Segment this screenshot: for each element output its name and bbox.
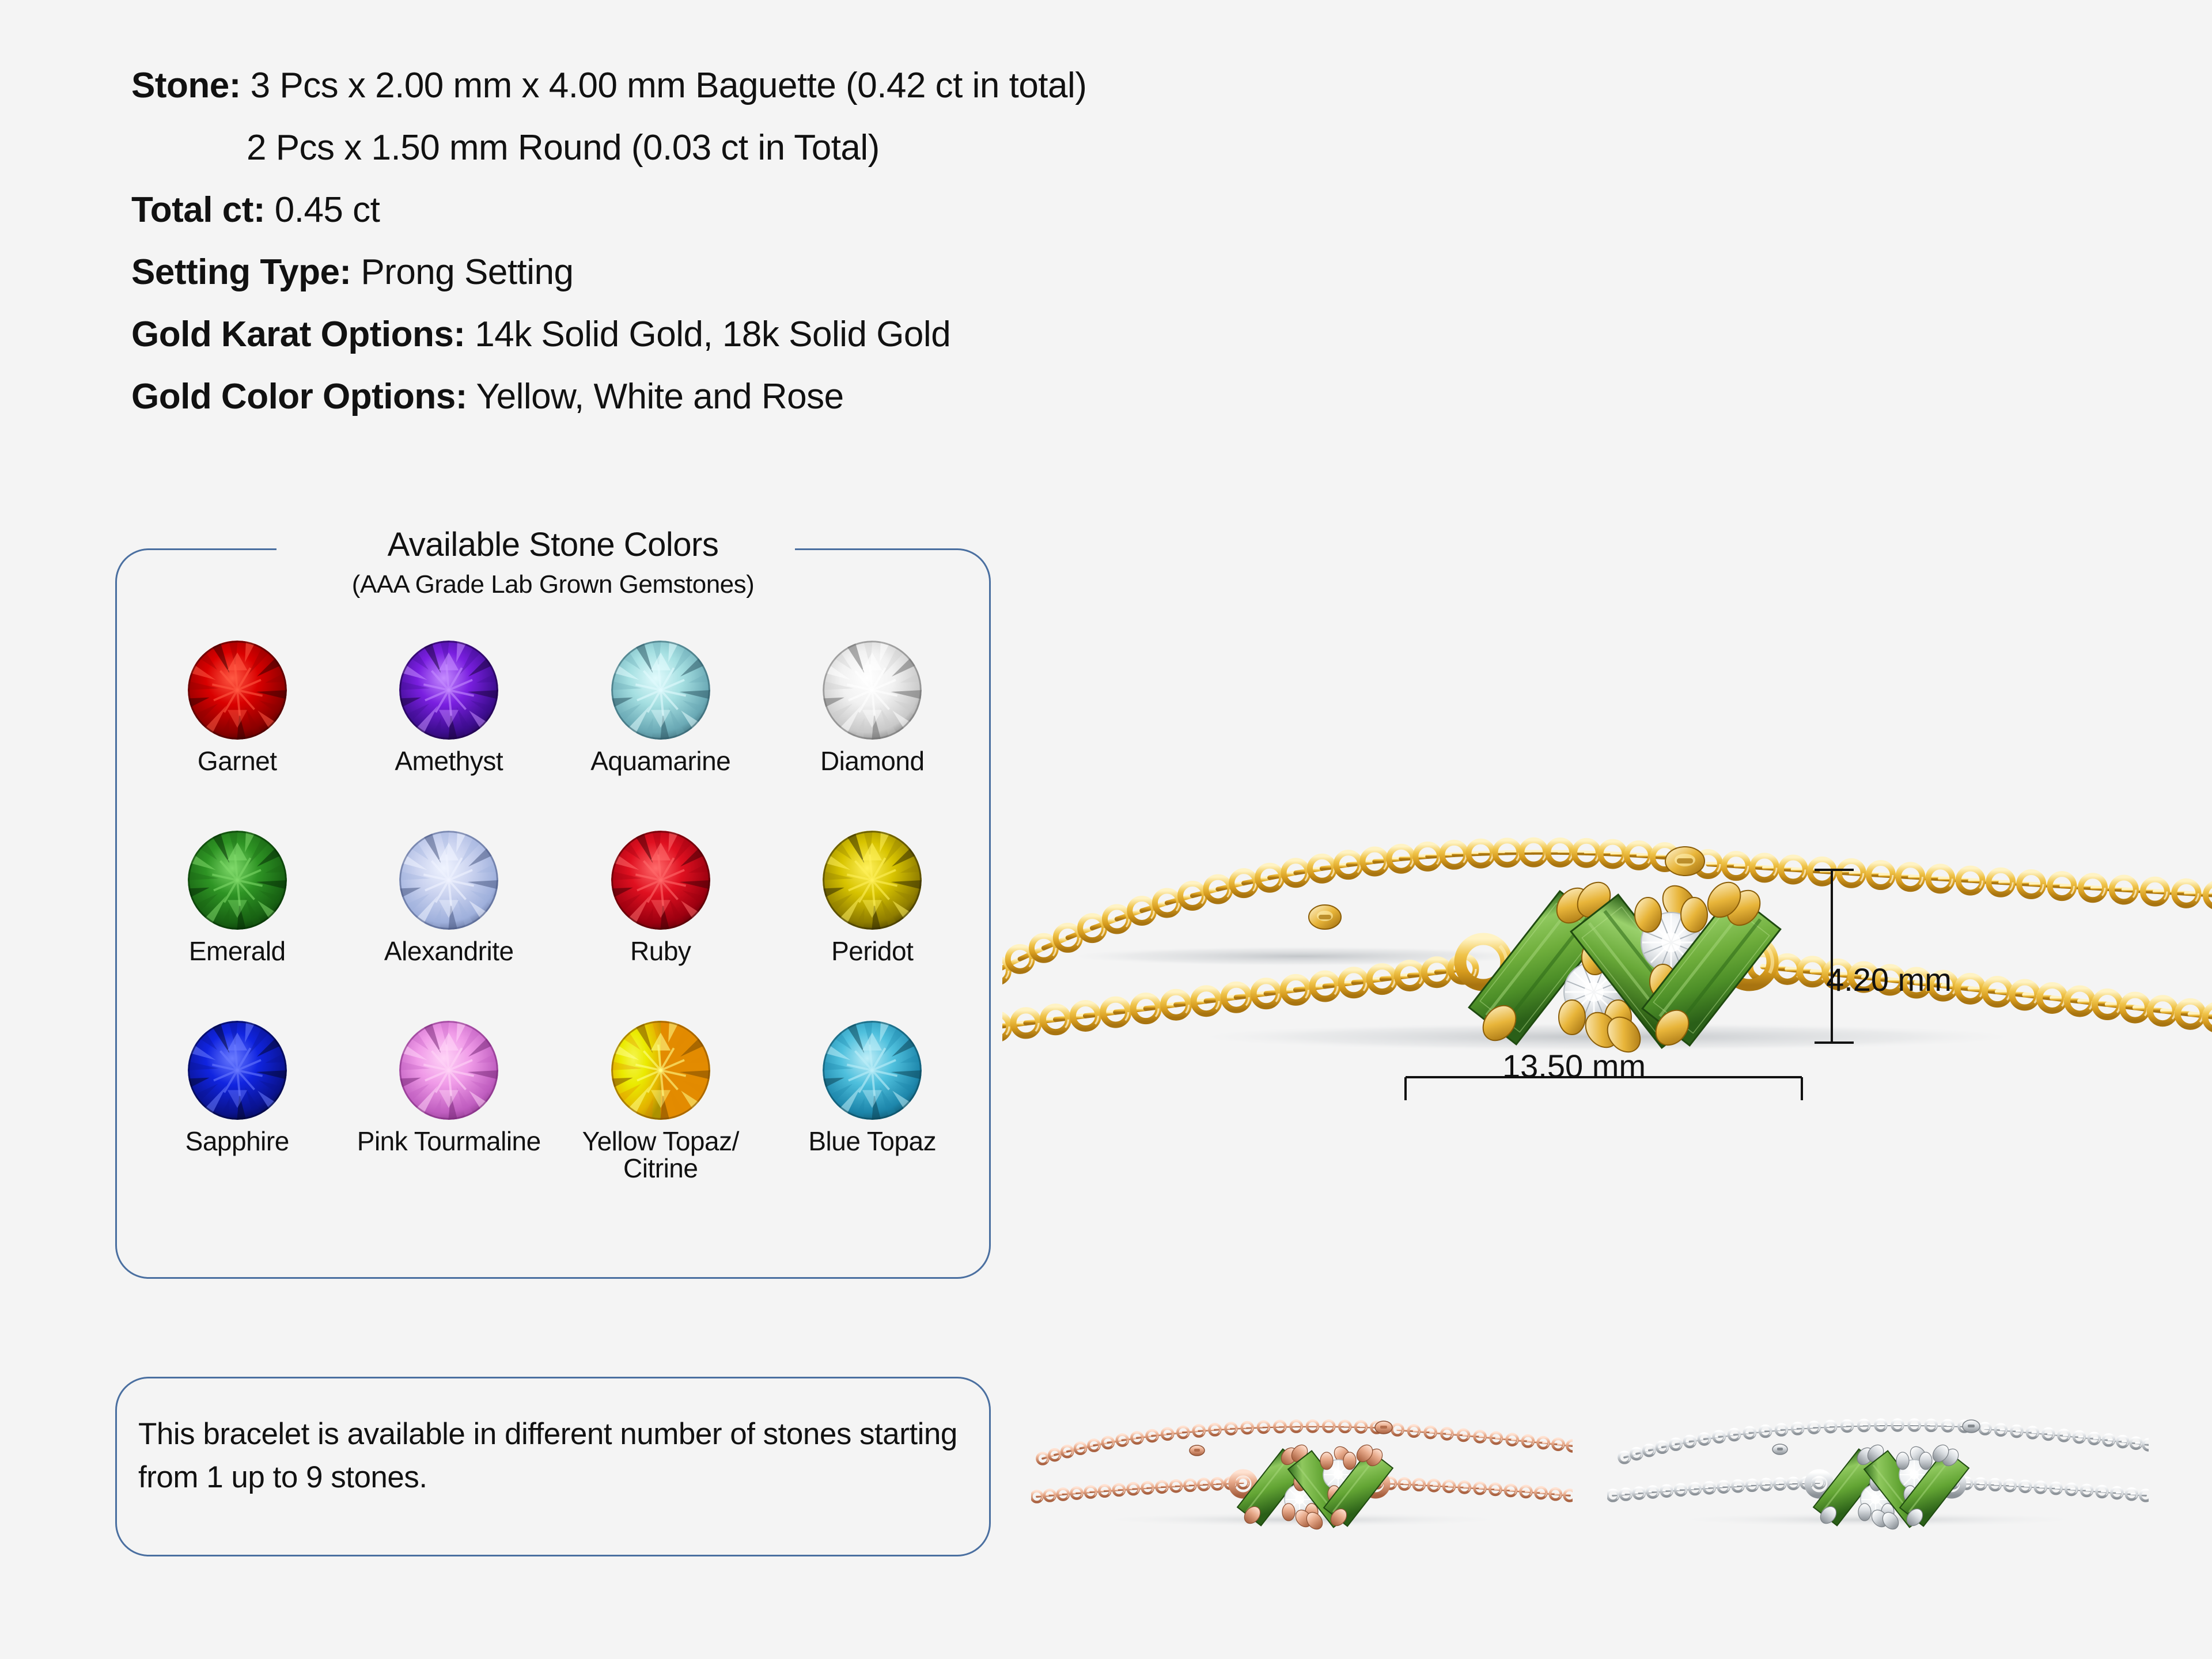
gem-icon (823, 641, 922, 740)
gem-icon (399, 641, 499, 740)
spec-row-total-ct: Total ct: 0.45 ct (131, 192, 1283, 255)
spec-row-gold-color: Gold Color Options: Yellow, White and Ro… (131, 379, 1283, 441)
clasp-bead (1665, 846, 1705, 876)
dimension-line-width (1404, 1076, 1803, 1100)
gem-icon (399, 1021, 499, 1120)
gem-icon (187, 1021, 287, 1120)
gem-icon (399, 831, 499, 930)
gem-icon (823, 831, 922, 930)
spec-value-total-ct: 0.45 ct (274, 190, 380, 230)
stone-panel-title: Available Stone Colors (387, 526, 719, 563)
specification-list: Stone: 3 Pcs x 2.00 mm x 4.00 mm Baguett… (131, 68, 1283, 441)
spec-row-stone: Stone: 3 Pcs x 2.00 mm x 4.00 mm Baguett… (131, 68, 1283, 130)
spec-label-total-ct: Total ct: (131, 190, 266, 230)
panel-title-gap-mask (276, 540, 795, 558)
gem-label: Sapphire (185, 1126, 290, 1156)
gem-label: Peridot (831, 936, 914, 966)
spec-value-gold-color: Yellow, White and Rose (476, 377, 844, 416)
gem-icon (611, 641, 710, 740)
stone-color-option[interactable]: Diamond (767, 641, 979, 831)
dimension-line-height (1815, 869, 1854, 1044)
white-gold-bracelet-photo (1607, 1394, 2149, 1567)
stone-color-option[interactable]: Emerald (131, 831, 343, 1021)
availability-note-text: This bracelet is available in different … (138, 1417, 957, 1495)
stone-color-option[interactable]: Blue Topaz (767, 1021, 979, 1211)
gem-label: Ruby (630, 936, 691, 966)
spec-label-stone: Stone: (131, 66, 241, 105)
centerpiece-cluster (1454, 881, 1782, 1053)
gem-label: Emerald (188, 936, 286, 966)
spec-row-gold-karat: Gold Karat Options: 14k Solid Gold, 18k … (131, 317, 1283, 379)
stone-color-option[interactable]: Aquamarine (555, 641, 767, 831)
chain-lower-strand (1002, 950, 2212, 1041)
gem-label: Blue Topaz (808, 1126, 937, 1156)
chain-upper-strand-right (1693, 849, 2212, 909)
gem-icon (611, 831, 710, 930)
hero-bracelet-photo (1002, 766, 2212, 1169)
stone-color-option[interactable]: Pink Tourmaline (343, 1021, 555, 1211)
chain-upper-strand (1002, 837, 1680, 984)
rose-gold-bracelet-photo (1031, 1394, 1573, 1567)
spec-label-gold-color: Gold Color Options: (131, 377, 467, 416)
gem-label: Aquamarine (590, 746, 731, 776)
gem-label: Alexandrite (384, 936, 514, 966)
spec-value-gold-karat: 14k Solid Gold, 18k Solid Gold (475, 315, 951, 354)
availability-note-panel (115, 1377, 991, 1556)
spec-value-setting-type: Prong Setting (361, 252, 574, 292)
spec-label-setting-type: Setting Type: (131, 252, 351, 292)
gem-label: Pink Tourmaline (357, 1126, 541, 1156)
spec-row-stone-round: 2 Pcs x 1.50 mm Round (0.03 ct in Total) (131, 130, 1283, 192)
stone-color-option[interactable]: Ruby (555, 831, 767, 1021)
stone-color-option[interactable]: Alexandrite (343, 831, 555, 1021)
gem-icon (187, 641, 287, 740)
stone-color-option[interactable]: Sapphire (131, 1021, 343, 1211)
gem-label: Diamond (820, 746, 925, 776)
spec-value-stone: 3 Pcs x 2.00 mm x 4.00 mm Baguette (0.42… (250, 66, 1087, 105)
stone-color-option[interactable]: Amethyst (343, 641, 555, 831)
gem-label: Garnet (197, 746, 277, 776)
clasp-bead-2 (1308, 904, 1342, 930)
prong-set-3 (1655, 881, 1761, 1046)
gem-label: Yellow Topaz/ Citrine (582, 1126, 740, 1183)
gem-label: Amethyst (395, 746, 503, 776)
dimension-label-width: 13.50 mm (1502, 1048, 1646, 1084)
gem-icon (611, 1021, 710, 1120)
gem-icon (823, 1021, 922, 1120)
stone-color-option[interactable]: Peridot (767, 831, 979, 1021)
spec-value-stone-round: 2 Pcs x 1.50 mm Round (0.03 ct in Total) (247, 128, 880, 168)
spec-row-setting-type: Setting Type: Prong Setting (131, 255, 1283, 317)
stone-color-option[interactable]: Garnet (131, 641, 343, 831)
gem-icon (187, 831, 287, 930)
stone-color-option[interactable]: Yellow Topaz/ Citrine (555, 1021, 767, 1211)
spec-label-gold-karat: Gold Karat Options: (131, 315, 465, 354)
dimension-label-height: 4.20 mm (1826, 961, 1952, 998)
stone-panel-subtitle: (AAA Grade Lab Grown Gemstones) (351, 570, 755, 599)
